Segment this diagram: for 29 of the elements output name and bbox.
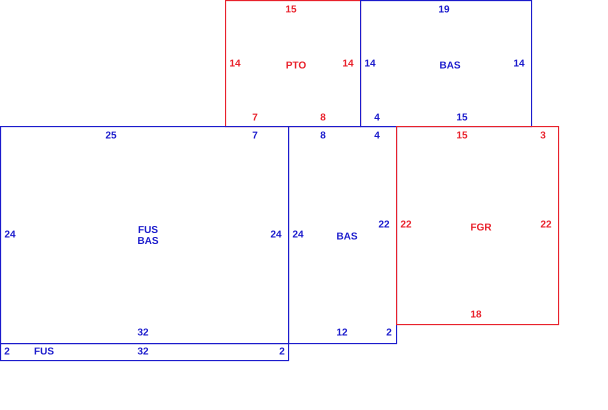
dimension-number: 24 bbox=[4, 230, 16, 238]
dimension-number: 2 bbox=[280, 348, 284, 354]
dimension-number: 4 bbox=[374, 132, 380, 138]
dimension-number: 19 bbox=[439, 5, 450, 13]
dimension-number: 22 bbox=[540, 220, 552, 228]
dimension-number: 7 bbox=[252, 132, 258, 138]
dimension-number: 18 bbox=[471, 310, 482, 318]
dimension-number: 22 bbox=[378, 220, 390, 228]
dimension-number: 8 bbox=[320, 131, 326, 139]
dimension-number: 4 bbox=[374, 114, 380, 120]
dimension-number: 22 bbox=[400, 220, 412, 228]
dimension-number: 24 bbox=[270, 230, 282, 238]
dimension-number: 14 bbox=[514, 60, 525, 66]
dimension-number: 7 bbox=[252, 114, 258, 120]
dimension-number: 2 bbox=[4, 348, 10, 354]
dimension-number: 15 bbox=[457, 132, 468, 138]
dimension-number: 2 bbox=[386, 328, 392, 336]
dimension-number: 12 bbox=[337, 328, 348, 336]
dimension-number: 32 bbox=[138, 347, 148, 355]
dimension-number: 14 bbox=[365, 60, 376, 66]
dimension-number: 14 bbox=[343, 60, 354, 66]
dimension-number: 32 bbox=[138, 328, 148, 336]
dimension-number: 14 bbox=[230, 60, 241, 66]
dimension-number: 8 bbox=[320, 113, 326, 121]
dimension-number: 15 bbox=[286, 6, 296, 12]
dimension-number: 25 bbox=[106, 131, 116, 139]
dimension-number: 24 bbox=[292, 230, 304, 238]
dimension-number: 3 bbox=[540, 131, 546, 139]
dimension-number: 15 bbox=[457, 114, 468, 120]
